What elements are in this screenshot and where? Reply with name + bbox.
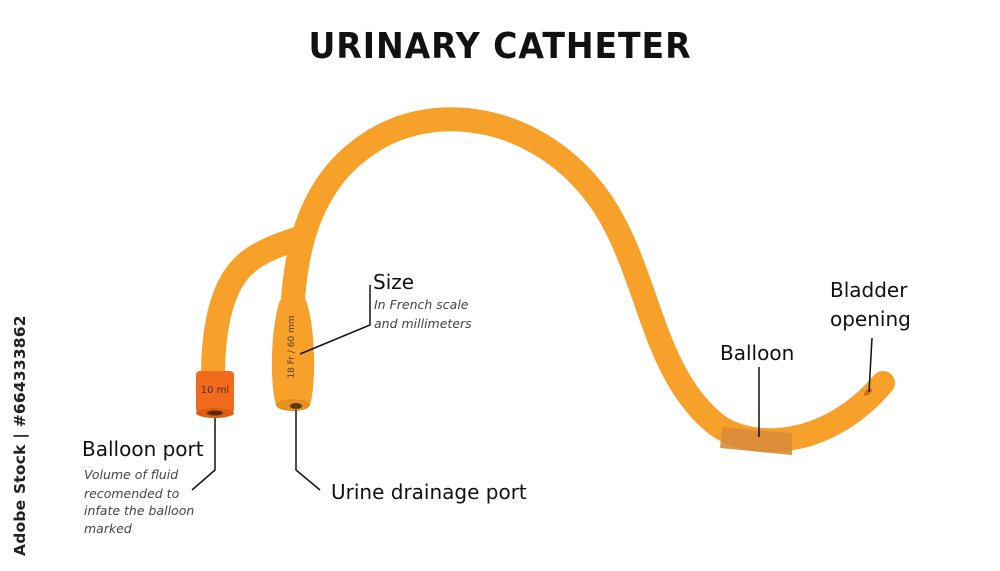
balloon-port-label: Balloon port bbox=[82, 437, 204, 461]
stock-watermark: Adobe Stock | #664333862 bbox=[11, 315, 29, 556]
port-volume-text: 10 ml bbox=[201, 385, 229, 396]
urine-drainage-funnel bbox=[271, 300, 315, 405]
balloon-port-description-line-3: infate the balloon bbox=[84, 503, 195, 518]
bladder-opening-eye bbox=[863, 388, 873, 396]
size-label: Size bbox=[373, 270, 415, 294]
size-description-line-1: In French scale bbox=[374, 297, 469, 312]
balloon-port-description-line-2: recomended to bbox=[84, 486, 180, 501]
bladder-opening-label-line-1: Bladder bbox=[830, 278, 908, 302]
balloon-port-opening bbox=[207, 410, 223, 416]
balloon-port-leader-line bbox=[191, 418, 216, 491]
size-description-line-2: and millimeters bbox=[374, 316, 472, 331]
balloon-band bbox=[720, 427, 792, 455]
balloon-port-cap bbox=[196, 371, 234, 413]
page-title: URINARY CATHETER bbox=[308, 26, 692, 67]
size-leader-line bbox=[299, 285, 371, 355]
bladder-leader-line bbox=[868, 337, 873, 393]
urine-port-leader-line bbox=[295, 410, 321, 491]
port-size-text: 18 Fr / 60 mm bbox=[287, 315, 297, 378]
balloon-label: Balloon bbox=[720, 341, 795, 365]
bladder-opening-label-line-2: opening bbox=[830, 307, 911, 331]
urine-drainage-port-label: Urine drainage port bbox=[331, 480, 527, 504]
balloon-port-description-line-1: Volume of fluid bbox=[84, 467, 179, 482]
drainage-port-opening bbox=[290, 403, 302, 409]
balloon-port-tube bbox=[200, 225, 314, 397]
balloon-port-description-line-4: marked bbox=[84, 521, 132, 536]
